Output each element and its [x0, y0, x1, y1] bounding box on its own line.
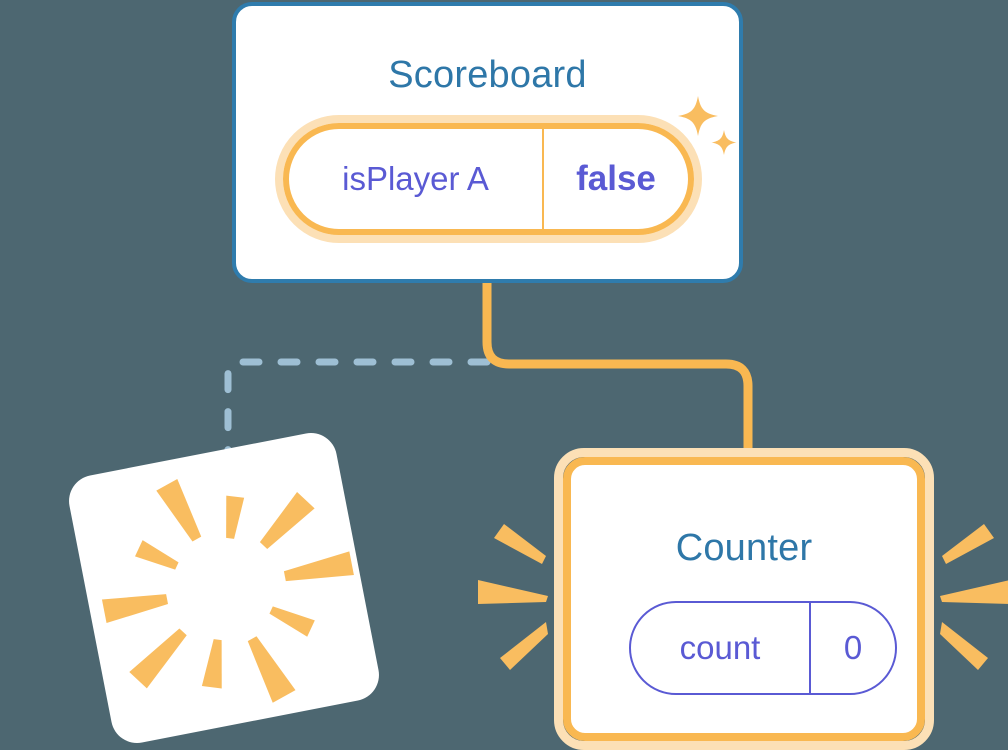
burst-rays-icon — [101, 478, 354, 703]
counter-state-pill[interactable]: count 0 — [629, 601, 897, 695]
counter-card-inner: Counter count 0 — [563, 457, 925, 741]
dashed-connector-to-burst-card — [224, 358, 491, 484]
scoreboard-state-pill[interactable]: isPlayer A false — [275, 115, 702, 243]
scoreboard-pill-divider — [542, 129, 544, 229]
scoreboard-state-value: false — [576, 159, 656, 198]
counter-state-key: count — [679, 629, 761, 666]
counter-title: Counter — [675, 527, 813, 569]
counter-pill-divider — [809, 603, 811, 693]
scoreboard-title: Scoreboard — [388, 54, 587, 96]
counter-card[interactable]: Counter count 0 — [554, 448, 934, 750]
scoreboard-state-key: isPlayer A — [342, 160, 489, 197]
solid-connector-to-counter — [482, 280, 753, 470]
counter-state-value: 0 — [843, 629, 863, 666]
burst-card[interactable] — [64, 428, 384, 748]
